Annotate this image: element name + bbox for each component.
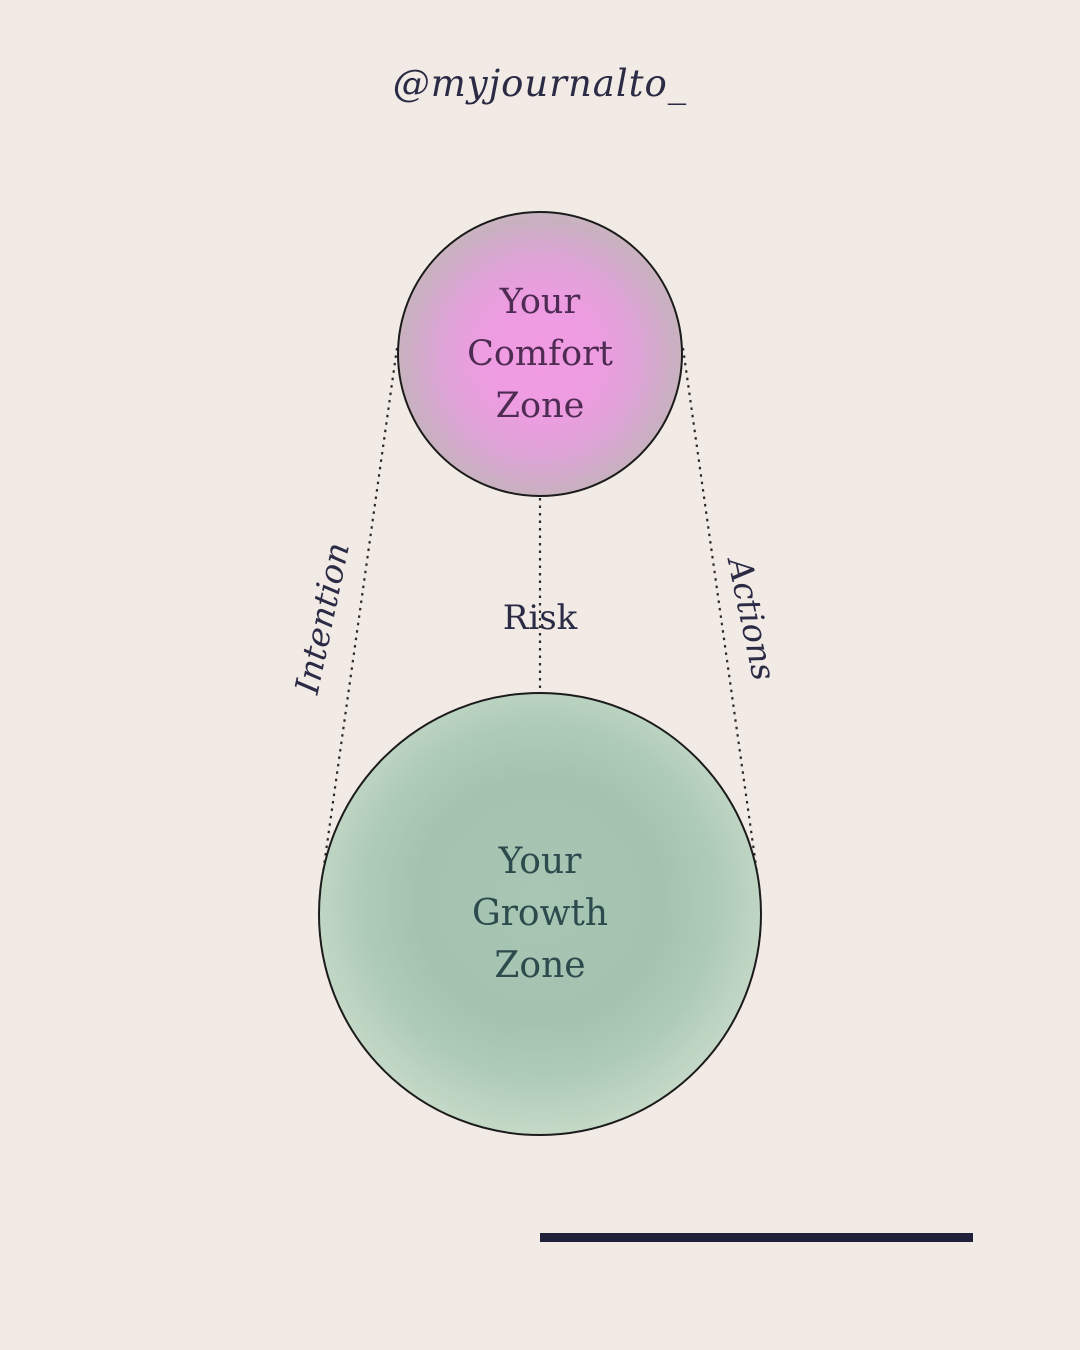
footer-divider-line xyxy=(540,1233,973,1242)
comfort-zone-label-line: Your xyxy=(499,282,581,322)
growth-zone-label-line: Your xyxy=(498,841,582,882)
comfort-zone-label-line: Zone xyxy=(495,386,585,426)
account-handle: @myjournalto_ xyxy=(392,62,688,105)
growth-zone-label-line: Growth xyxy=(471,893,609,934)
growth-zone-circle: Your Growth Zone xyxy=(318,692,762,1136)
comfort-zone-circle: Your Comfort Zone xyxy=(397,211,683,497)
comfort-zone-label-line: Comfort xyxy=(467,334,613,374)
growth-zone-label-line: Zone xyxy=(494,945,586,986)
risk-label: Risk xyxy=(502,598,578,638)
